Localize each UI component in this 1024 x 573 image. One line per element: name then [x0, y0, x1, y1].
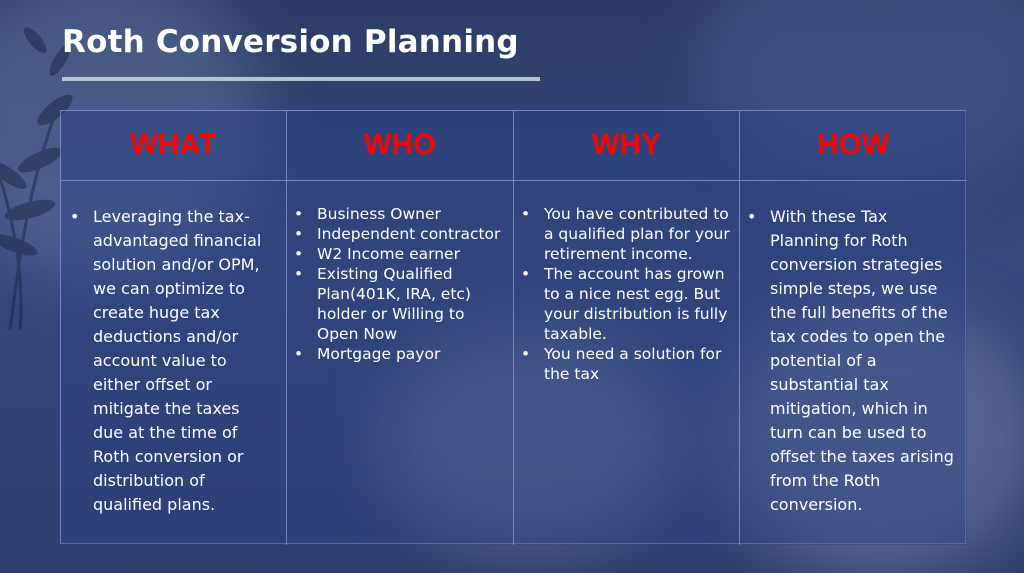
- column-what-body: Leveraging the tax-advantaged financial …: [61, 181, 287, 545]
- bullet-list: With these Tax Planning for Roth convers…: [740, 181, 967, 517]
- list-item: You need a solution for the tax: [514, 344, 733, 384]
- column-why-body: You have contributed to a qualified plan…: [514, 181, 740, 545]
- bullet-list: You have contributed to a qualified plan…: [514, 181, 739, 384]
- bullet-list: Leveraging the tax-advantaged financial …: [61, 181, 286, 517]
- list-item: Mortgage payor: [287, 344, 505, 364]
- list-item: Independent contractor: [287, 224, 505, 244]
- title-underline: [62, 77, 540, 81]
- list-item: W2 Income earner: [287, 244, 505, 264]
- column-who-body: Business Owner Independent contractor W2…: [287, 181, 514, 545]
- header-who: WHO: [287, 111, 514, 181]
- list-item: With these Tax Planning for Roth convers…: [740, 205, 959, 517]
- list-item: The account has grown to a nice nest egg…: [514, 264, 733, 344]
- list-item: You have contributed to a qualified plan…: [514, 204, 733, 264]
- list-item: Existing Qualified Plan(401K, IRA, etc) …: [287, 264, 505, 344]
- plant-icon: [0, 27, 73, 330]
- header-how: HOW: [740, 111, 967, 181]
- header-what: WHAT: [61, 111, 287, 181]
- column-how-body: With these Tax Planning for Roth convers…: [740, 181, 967, 545]
- bullet-list: Business Owner Independent contractor W2…: [287, 181, 513, 364]
- header-why: WHY: [514, 111, 740, 181]
- info-table: WHAT WHO WHY HOW Leveraging the tax-adva…: [60, 110, 967, 545]
- list-item: Leveraging the tax-advantaged financial …: [63, 205, 274, 517]
- page-title: Roth Conversion Planning: [62, 24, 519, 60]
- list-item: Business Owner: [287, 204, 505, 224]
